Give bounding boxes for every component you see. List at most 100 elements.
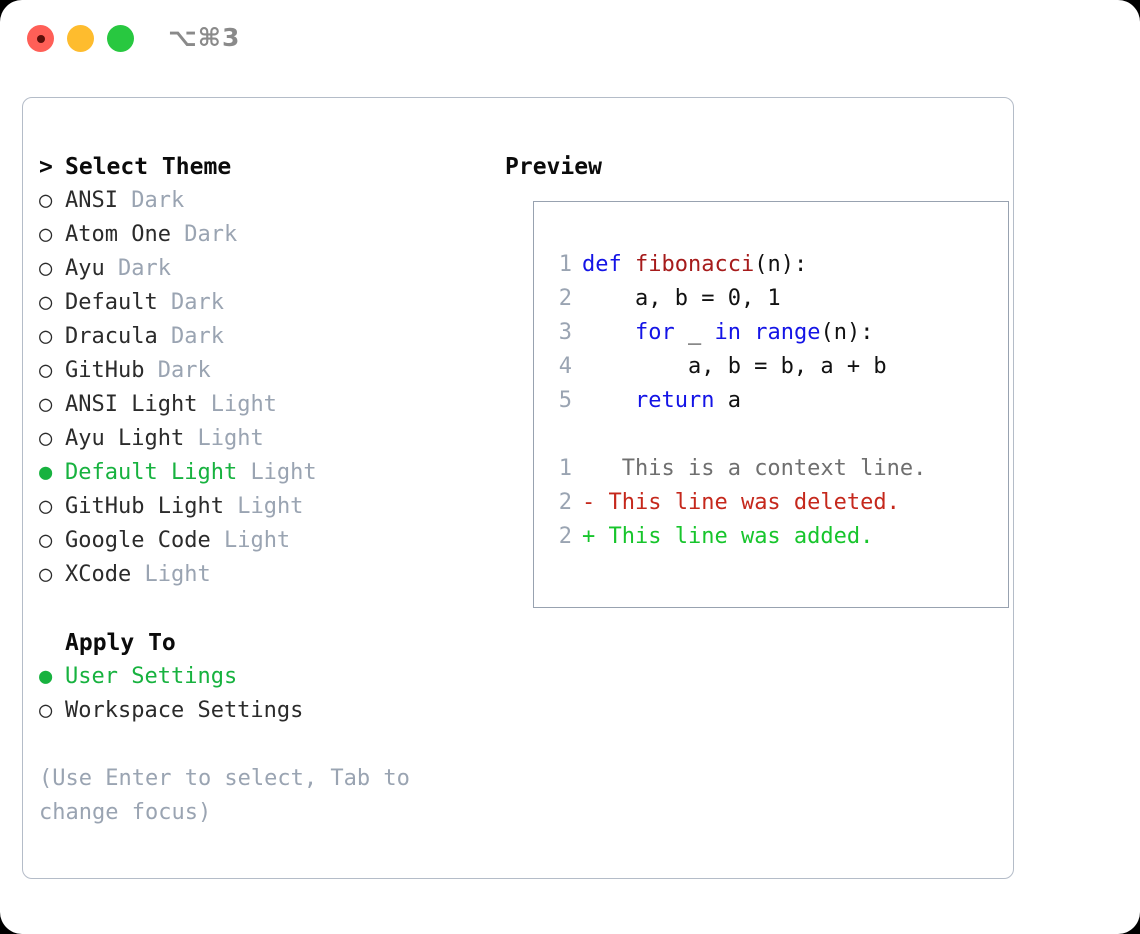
- code-line: 4 a, b = b, a + b: [546, 350, 1000, 384]
- radio-unselected-icon: ○: [39, 426, 53, 451]
- apply-to-heading: Apply To: [39, 626, 499, 660]
- code-token: fibonacci: [634, 252, 755, 277]
- preview-title: Preview: [505, 154, 602, 180]
- label-gap: [237, 456, 250, 490]
- theme-name-label: Atom One: [65, 222, 171, 247]
- code-token: a, b = b, a + b: [582, 354, 887, 379]
- select-theme-heading: > Select Theme: [39, 150, 499, 184]
- diff-marker: +: [582, 524, 596, 549]
- radio-unselected-icon: ○: [39, 324, 53, 349]
- code-line-text: a, b = 0, 1: [582, 282, 781, 316]
- theme-name-label: Dracula: [65, 324, 158, 349]
- theme-name-label: GitHub: [65, 358, 145, 383]
- line-number: 1: [558, 456, 572, 481]
- theme-list-item[interactable]: ○ Atom One Dark: [39, 218, 499, 252]
- theme-name-label: ANSI Light: [65, 392, 198, 417]
- theme-list-item[interactable]: ○Google Code Light: [39, 524, 499, 558]
- code-token: [582, 320, 635, 345]
- title-bar: ⌥⌘3: [0, 0, 1140, 78]
- line-number: 2: [558, 286, 572, 311]
- label-gap: [184, 422, 197, 456]
- radio-selected-icon: ●: [39, 460, 53, 485]
- theme-variant-label: Light: [144, 562, 211, 587]
- theme-list-item[interactable]: ○ANSI Dark: [39, 184, 499, 218]
- keyboard-shortcut-label: ⌥⌘3: [168, 23, 241, 52]
- code-line: 2 a, b = 0, 1: [546, 282, 1000, 316]
- label-gap: [118, 184, 131, 218]
- radio-selected-icon: ●: [39, 664, 53, 689]
- maximize-button-icon[interactable]: [107, 25, 134, 52]
- code-line-text: for _ in range(n):: [582, 316, 873, 350]
- theme-variant-label: Dark: [184, 222, 238, 247]
- code-token: in: [714, 320, 741, 345]
- theme-variant-label: Light: [237, 494, 304, 519]
- code-line: 3 for _ in range(n):: [546, 316, 1000, 350]
- theme-variant-label: Light: [223, 528, 291, 553]
- radio-unselected-icon: ○: [39, 528, 53, 553]
- close-button-icon[interactable]: [27, 25, 54, 52]
- theme-variant-label: Dark: [170, 324, 224, 349]
- hint-spacer: [39, 728, 499, 762]
- theme-list-item[interactable]: ○ Ayu Light Light: [39, 422, 499, 456]
- code-line-text: return a: [582, 384, 741, 418]
- theme-list-item[interactable]: ○GitHub Light Light: [39, 490, 499, 524]
- code-token: [582, 388, 635, 413]
- code-token: range: [754, 320, 821, 345]
- theme-list-item[interactable]: ○Default Dark: [39, 286, 499, 320]
- theme-list-item[interactable]: ○ANSI Light Light: [39, 388, 499, 422]
- radio-unselected-icon: ○: [39, 562, 53, 587]
- radio-unselected-icon: ○: [39, 358, 53, 383]
- theme-variant-label: Dark: [131, 188, 185, 213]
- theme-variant-label: Light: [197, 426, 264, 451]
- label-gap: [105, 252, 118, 286]
- theme-list-item[interactable]: ○ Dracula Dark: [39, 320, 499, 354]
- diff-line: 2- This line was deleted.: [546, 486, 1000, 520]
- theme-name-label: ANSI: [65, 188, 118, 213]
- theme-selection-column: > Select Theme ○ANSI Dark○Atom One Dark○…: [39, 150, 499, 830]
- radio-unselected-icon: ○: [39, 698, 53, 723]
- line-number: 2: [558, 524, 572, 549]
- theme-list-item[interactable]: ○GitHub Dark: [39, 354, 499, 388]
- diff-line: 2+ This line was added.: [546, 520, 1000, 554]
- code-line-text: a, b = b, a + b: [582, 350, 887, 384]
- theme-list-item[interactable]: ○Ayu Dark: [39, 252, 499, 286]
- list-spacer: [39, 592, 499, 626]
- theme-list-item[interactable]: ●Default Light Light: [39, 456, 499, 490]
- theme-name-label: XCode: [65, 562, 132, 587]
- keyboard-hint-text: (Use Enter to select, Tab to change focu…: [39, 766, 410, 825]
- code-token: return: [634, 388, 715, 413]
- diff-line-text: This is a context line.: [595, 456, 927, 481]
- apply-to-option[interactable]: ● User Settings: [39, 660, 499, 694]
- radio-unselected-icon: ○: [39, 222, 53, 247]
- theme-name-label: Ayu: [65, 256, 105, 281]
- select-theme-heading-label: Select Theme: [65, 154, 232, 180]
- line-number: 5: [558, 388, 572, 413]
- label-gap: [224, 490, 237, 524]
- code-line-text: def fibonacci(n):: [582, 248, 807, 282]
- theme-list-item[interactable]: ○ XCode Light: [39, 558, 499, 592]
- line-number: 4: [558, 354, 572, 379]
- label-gap: [197, 388, 210, 422]
- diff-marker: -: [582, 490, 596, 515]
- code-token: (n):: [754, 252, 808, 277]
- code-token: for: [634, 320, 675, 345]
- apply-to-option[interactable]: ○Workspace Settings: [39, 694, 499, 728]
- theme-name-label: Ayu Light: [65, 426, 185, 451]
- line-number: 2: [558, 490, 572, 515]
- apply-to-list: ● User Settings ○Workspace Settings: [39, 660, 499, 728]
- theme-variant-label: Light: [250, 460, 317, 485]
- radio-unselected-icon: ○: [39, 392, 53, 417]
- code-token: a: [714, 388, 741, 413]
- label-gap: [158, 286, 171, 320]
- theme-list: ○ANSI Dark○Atom One Dark○Ayu Dark○Defaul…: [39, 184, 499, 592]
- radio-unselected-icon: ○: [39, 290, 53, 315]
- diff-sample: 1 This is a context line. 2- This line wa…: [546, 452, 1000, 554]
- radio-unselected-icon: ○: [39, 256, 53, 281]
- apply-to-option-label: User Settings: [65, 664, 238, 689]
- minimize-button-icon[interactable]: [67, 25, 94, 52]
- label-gap: [144, 354, 157, 388]
